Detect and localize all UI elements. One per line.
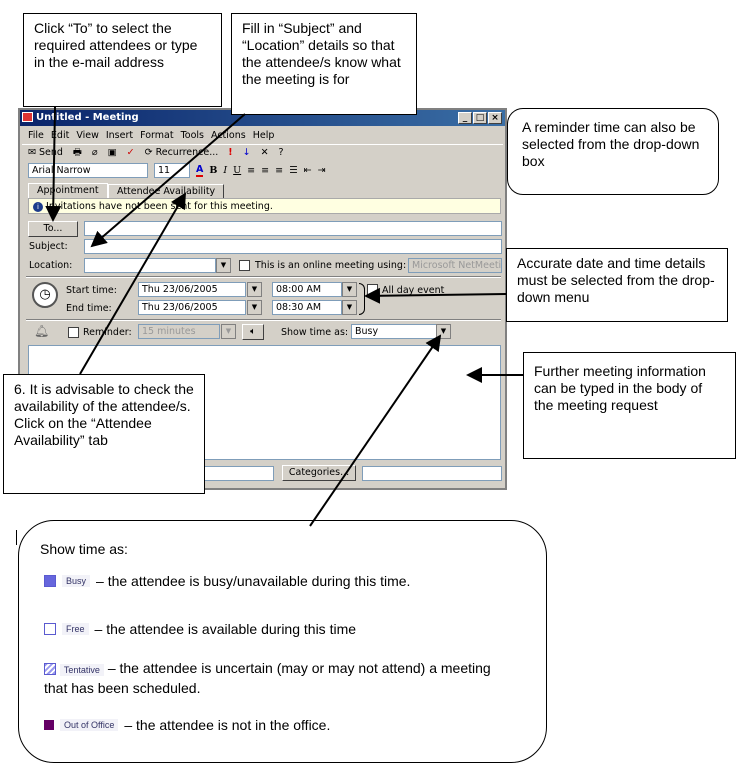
show-time-legend	[18, 520, 547, 763]
formatting-toolbar: Arial Narrow 11 A B I U ≡ ≡ ≡ ☰ ⇤ ⇥	[22, 162, 503, 179]
font-color-icon[interactable]: A	[196, 164, 204, 177]
menu-insert[interactable]: Insert	[105, 129, 134, 141]
online-meeting-label: This is an online meeting using:	[255, 260, 407, 271]
subject-input[interactable]	[84, 239, 502, 254]
tentative-swatch-icon	[44, 663, 56, 676]
address-book-icon[interactable]: ▣	[107, 147, 117, 158]
text-cursor	[16, 530, 17, 545]
to-input[interactable]	[84, 221, 502, 236]
increase-indent-icon[interactable]: ⇥	[317, 165, 326, 176]
callout-availability: 6. It is advisable to check the availabi…	[3, 374, 205, 494]
arrow-to	[45, 106, 62, 222]
menu-actions[interactable]: Actions	[211, 129, 246, 141]
bell-icon: 🔔︎	[34, 324, 50, 338]
end-time-label: End time:	[66, 303, 112, 314]
online-meeting-select[interactable]: Microsoft NetMeeting	[408, 258, 502, 273]
reminder-checkbox[interactable]	[68, 327, 79, 338]
callout-reminder: A reminder time can also be selected fro…	[507, 108, 719, 195]
bullets-icon[interactable]: ☰	[289, 165, 298, 176]
start-time-input[interactable]: 08:00 AM	[272, 282, 342, 297]
arrow-datetime	[364, 287, 507, 304]
callout-subject: Fill in “Subject” and “Location” details…	[231, 13, 417, 115]
menu-tools[interactable]: Tools	[180, 129, 204, 141]
window-title: Untitled - Meeting	[36, 112, 139, 123]
tab-attendee-availability[interactable]: Attendee Availability	[108, 184, 225, 198]
minimize-button[interactable]: _	[458, 112, 472, 124]
callout-body: Further meeting information can be typed…	[523, 352, 736, 459]
reminder-dropdown[interactable]: ▼	[221, 324, 236, 339]
menu-format[interactable]: Format	[140, 129, 174, 141]
categories-button[interactable]: Categories...	[282, 465, 356, 481]
reminder-label: Reminder:	[83, 327, 132, 338]
all-day-label: All day event	[382, 285, 445, 296]
start-time-dropdown[interactable]: ▼	[342, 282, 357, 297]
info-bar: i Invitations have not been sent for thi…	[28, 198, 501, 214]
menu-help[interactable]: Help	[252, 129, 275, 141]
attach-icon[interactable]: ⌀	[91, 147, 98, 158]
show-time-select[interactable]: Busy	[351, 324, 437, 339]
out-of-office-swatch-icon	[44, 720, 54, 730]
menu-file[interactable]: File	[28, 129, 44, 141]
subject-label: Subject:	[29, 241, 68, 252]
legend-item-free: Free– the attendee is available during t…	[44, 621, 356, 637]
end-date-input[interactable]: Thu 23/06/2005	[138, 300, 246, 315]
menu-view[interactable]: View	[76, 129, 99, 141]
legend-item-out-of-office: Out of Office– the attendee is not in th…	[44, 717, 330, 733]
align-right-icon[interactable]: ≡	[275, 165, 284, 176]
align-center-icon[interactable]: ≡	[261, 165, 270, 176]
recurrence-button[interactable]: ⟳ Recurrence...	[144, 147, 219, 158]
align-left-icon[interactable]: ≡	[247, 165, 256, 176]
delete-icon[interactable]: ✕	[260, 147, 269, 158]
tab-appointment[interactable]: Appointment	[28, 183, 108, 198]
info-text: Invitations have not been sent for this …	[46, 201, 273, 212]
start-date-dropdown[interactable]: ▼	[247, 282, 262, 297]
info-icon: i	[33, 202, 43, 212]
font-select[interactable]: Arial Narrow	[28, 163, 148, 178]
standard-toolbar: ✉ Send 🖶 ⌀ ▣ ✓ ⟳ Recurrence... ! ↓ ✕ ?	[22, 144, 503, 160]
callout-datetime: Accurate date and time details must be s…	[506, 248, 728, 322]
reminder-select[interactable]: 15 minutes	[138, 324, 220, 339]
end-time-dropdown[interactable]: ▼	[342, 300, 357, 315]
menu-edit[interactable]: Edit	[50, 129, 70, 141]
maximize-button[interactable]: □	[473, 112, 487, 124]
arrow-subject	[90, 113, 246, 248]
show-time-label: Show time as:	[281, 327, 349, 338]
clock-icon: ◷	[32, 282, 58, 308]
busy-swatch-icon	[44, 575, 56, 587]
arrow-show-time	[309, 334, 442, 527]
location-dropdown[interactable]: ▼	[216, 258, 231, 273]
bold-icon[interactable]: B	[209, 165, 218, 176]
start-date-input[interactable]: Thu 23/06/2005	[138, 282, 246, 297]
meeting-icon	[22, 112, 33, 122]
low-importance-icon[interactable]: ↓	[242, 147, 251, 158]
close-button[interactable]: ×	[488, 112, 502, 124]
legend-item-busy: Busy– the attendee is busy/unavailable d…	[44, 573, 410, 589]
online-meeting-checkbox[interactable]	[239, 260, 250, 271]
end-date-dropdown[interactable]: ▼	[247, 300, 262, 315]
location-input[interactable]	[84, 258, 216, 273]
free-swatch-icon	[44, 623, 56, 635]
reminder-sound-button[interactable]: 🔈︎	[242, 324, 264, 340]
high-importance-icon[interactable]: !	[228, 147, 233, 158]
legend-item-tentative: Tentative – the attendee is uncertain (m…	[44, 660, 491, 696]
start-time-label: Start time:	[66, 285, 117, 296]
callout-to: Click “To” to select the required attend…	[23, 13, 222, 107]
underline-icon[interactable]: U	[233, 165, 242, 176]
check-names-icon[interactable]: ✓	[126, 147, 135, 158]
end-time-input[interactable]: 08:30 AM	[272, 300, 342, 315]
location-label: Location:	[29, 260, 73, 271]
print-icon[interactable]: 🖶	[72, 146, 82, 158]
legend-title: Show time as:	[40, 541, 128, 557]
send-button[interactable]: ✉ Send	[28, 147, 63, 158]
menu-bar: File Edit View Insert Format Tools Actio…	[22, 128, 503, 142]
arrow-availability	[79, 192, 187, 375]
italic-icon[interactable]: I	[223, 165, 228, 176]
categories-input[interactable]	[362, 466, 502, 481]
decrease-indent-icon[interactable]: ⇤	[303, 165, 312, 176]
help-icon[interactable]: ?	[278, 147, 284, 158]
